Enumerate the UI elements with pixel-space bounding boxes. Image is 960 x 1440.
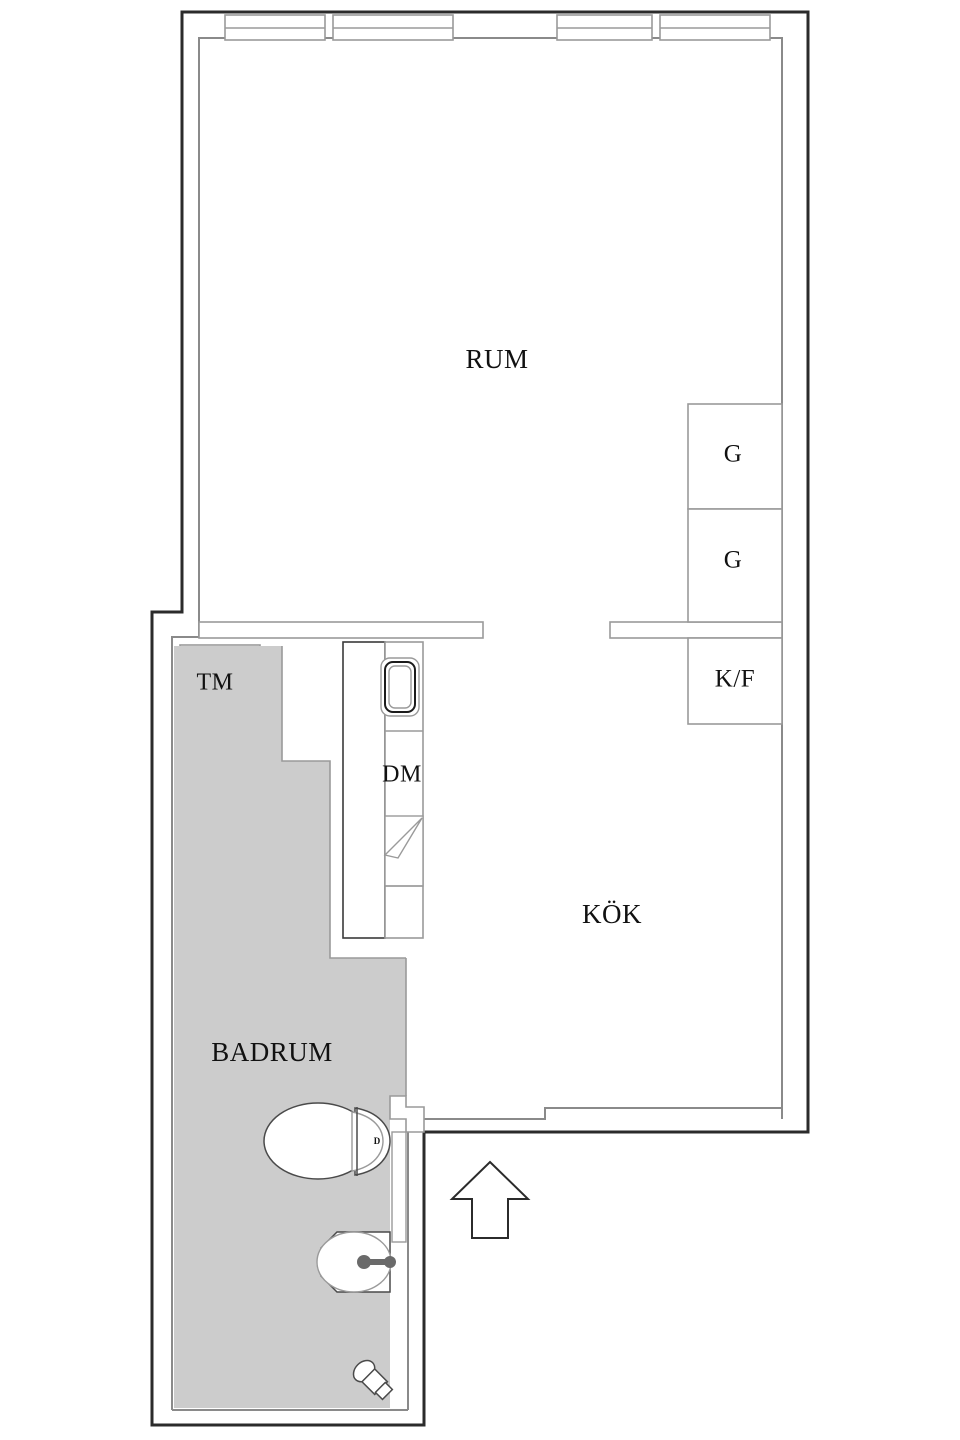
washbasin-tap-head <box>384 1256 396 1268</box>
door-head-jog <box>389 1095 425 1133</box>
washbasin-tap-spout <box>364 1259 388 1265</box>
entrance-arrow-shape <box>449 1160 531 1239</box>
bathroom-door-group <box>389 1095 425 1243</box>
inner-wall-left-lower <box>171 636 199 1410</box>
label-kok: KÖK <box>582 899 642 929</box>
window-1 <box>224 14 326 41</box>
label-washing-machine: TM <box>197 670 234 696</box>
dishwasher-door-swing <box>383 817 423 859</box>
bathroom-floor-top-strip <box>174 646 260 723</box>
closet-group-right <box>687 403 783 725</box>
window-3 <box>556 14 653 41</box>
fridge-freezer-box[interactable] <box>687 637 783 725</box>
kitchen-counter-group <box>342 641 424 939</box>
label-badrum: BADRUM <box>211 1037 333 1067</box>
closet-g-lower-box[interactable] <box>687 508 783 623</box>
window-2 <box>332 14 454 41</box>
entrance-arrow <box>449 1160 531 1239</box>
partition-rum-bottom-right <box>609 621 783 639</box>
inner-wall-kitchen-bottom <box>407 1107 782 1410</box>
appliance-labels: G G K/F TM DM D <box>197 441 755 1146</box>
floor-drain-fixture <box>352 1359 394 1401</box>
bathroom-door-leaf[interactable] <box>391 1131 407 1243</box>
closet-g-upper-box[interactable] <box>687 403 783 510</box>
label-dishwasher: DM <box>382 762 422 788</box>
dishwasher-unit[interactable] <box>383 815 424 887</box>
label-toilet-mark: D <box>374 1136 381 1146</box>
kitchen-sink <box>380 657 420 717</box>
bathroom-wall-right-upper <box>281 646 406 959</box>
washbasin-fixture <box>316 1231 396 1293</box>
floor-drain-tail <box>374 1381 394 1401</box>
label-rum: RUM <box>465 344 528 374</box>
bathroom-partitions <box>281 646 407 1096</box>
label-closet-g-upper: G <box>724 441 743 468</box>
label-fridge-freezer: K/F <box>715 666 755 693</box>
toilet-cistern-inner <box>351 1111 384 1172</box>
toilet-fixture <box>263 1102 391 1180</box>
bathroom-floor-tm-side <box>260 646 282 723</box>
window-group-top <box>224 14 771 41</box>
partition-walls <box>198 621 783 639</box>
label-closet-g-lower: G <box>724 547 743 574</box>
partition-rum-bottom-left <box>198 621 484 639</box>
kitchen-counter-left <box>342 641 386 939</box>
window-4 <box>659 14 771 41</box>
room-labels: RUM KÖK BADRUM <box>211 344 642 1067</box>
